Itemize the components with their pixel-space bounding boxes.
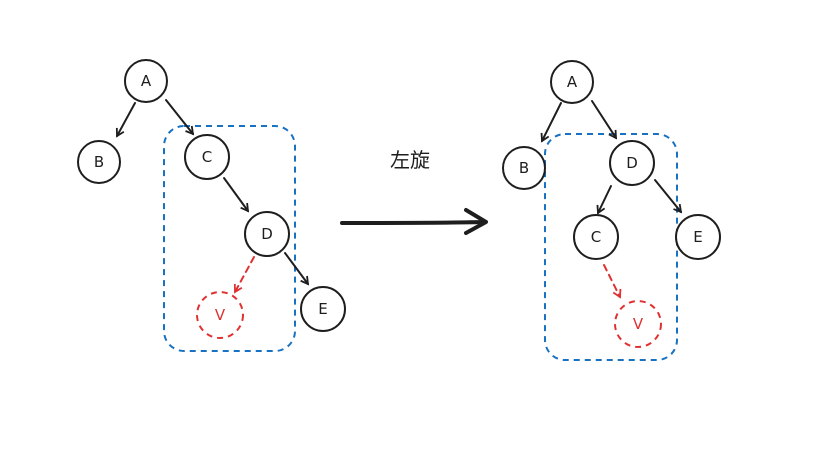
after-node-v-label: V	[633, 315, 644, 333]
before-node-v: V	[196, 291, 244, 339]
after-node-c: C	[573, 214, 619, 260]
after-node-c-label: C	[591, 228, 601, 246]
before-edge-d-v	[233, 256, 255, 294]
after-node-d-label: D	[626, 154, 638, 172]
before-node-c-label: C	[202, 148, 212, 166]
after-edge-a-d	[591, 100, 617, 140]
before-node-v-label: V	[215, 306, 226, 324]
after-edge-a-b	[540, 102, 562, 143]
before-node-d-label: D	[261, 225, 273, 243]
after-node-v: V	[614, 300, 662, 348]
before-node-b: B	[77, 140, 121, 184]
before-edge-a-c	[165, 99, 195, 136]
before-node-e-label: E	[318, 300, 327, 318]
after-edge-d-c	[596, 185, 612, 215]
after-node-a-label: A	[567, 73, 578, 91]
operation-label: 左旋	[390, 148, 430, 172]
before-node-c: C	[184, 134, 230, 180]
transform-arrow	[340, 208, 488, 235]
after-edge-c-v	[603, 264, 622, 299]
after-node-b-label: B	[519, 159, 529, 177]
before-edge-a-b	[115, 102, 136, 138]
after-node-e-label: E	[693, 228, 702, 246]
before-subtree-box	[163, 125, 296, 352]
after-node-b: B	[502, 146, 546, 190]
before-node-a: A	[124, 59, 168, 103]
rotation-operation: 左旋	[340, 148, 488, 235]
tree-after: A B D C E V	[502, 60, 721, 361]
before-node-a-label: A	[141, 72, 152, 90]
after-node-e: E	[675, 214, 721, 260]
after-node-d: D	[609, 140, 655, 186]
before-node-d: D	[244, 211, 290, 257]
before-node-e: E	[300, 286, 346, 332]
before-node-b-label: B	[94, 153, 104, 171]
after-node-a: A	[550, 60, 594, 104]
tree-before: A B C D E V	[77, 59, 346, 352]
before-edge-d-e	[284, 252, 310, 286]
before-edge-c-d	[223, 177, 250, 213]
after-edge-d-e	[654, 179, 683, 214]
